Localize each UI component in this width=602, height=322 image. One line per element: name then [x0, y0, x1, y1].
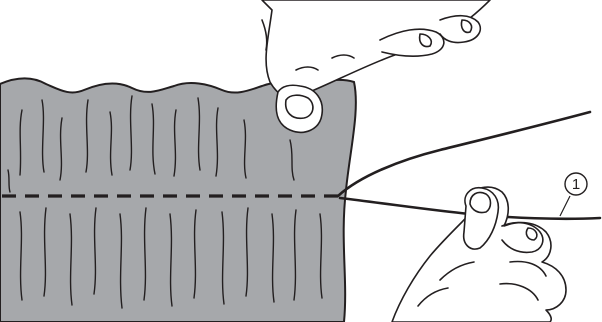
fingernail-upper — [286, 95, 313, 118]
upper-thread — [338, 112, 590, 196]
upper-hand — [262, 0, 490, 132]
thumbnail — [470, 192, 491, 212]
callout-1: 1 — [560, 173, 587, 216]
callout-number: 1 — [572, 176, 580, 193]
callout-leader — [560, 196, 570, 216]
